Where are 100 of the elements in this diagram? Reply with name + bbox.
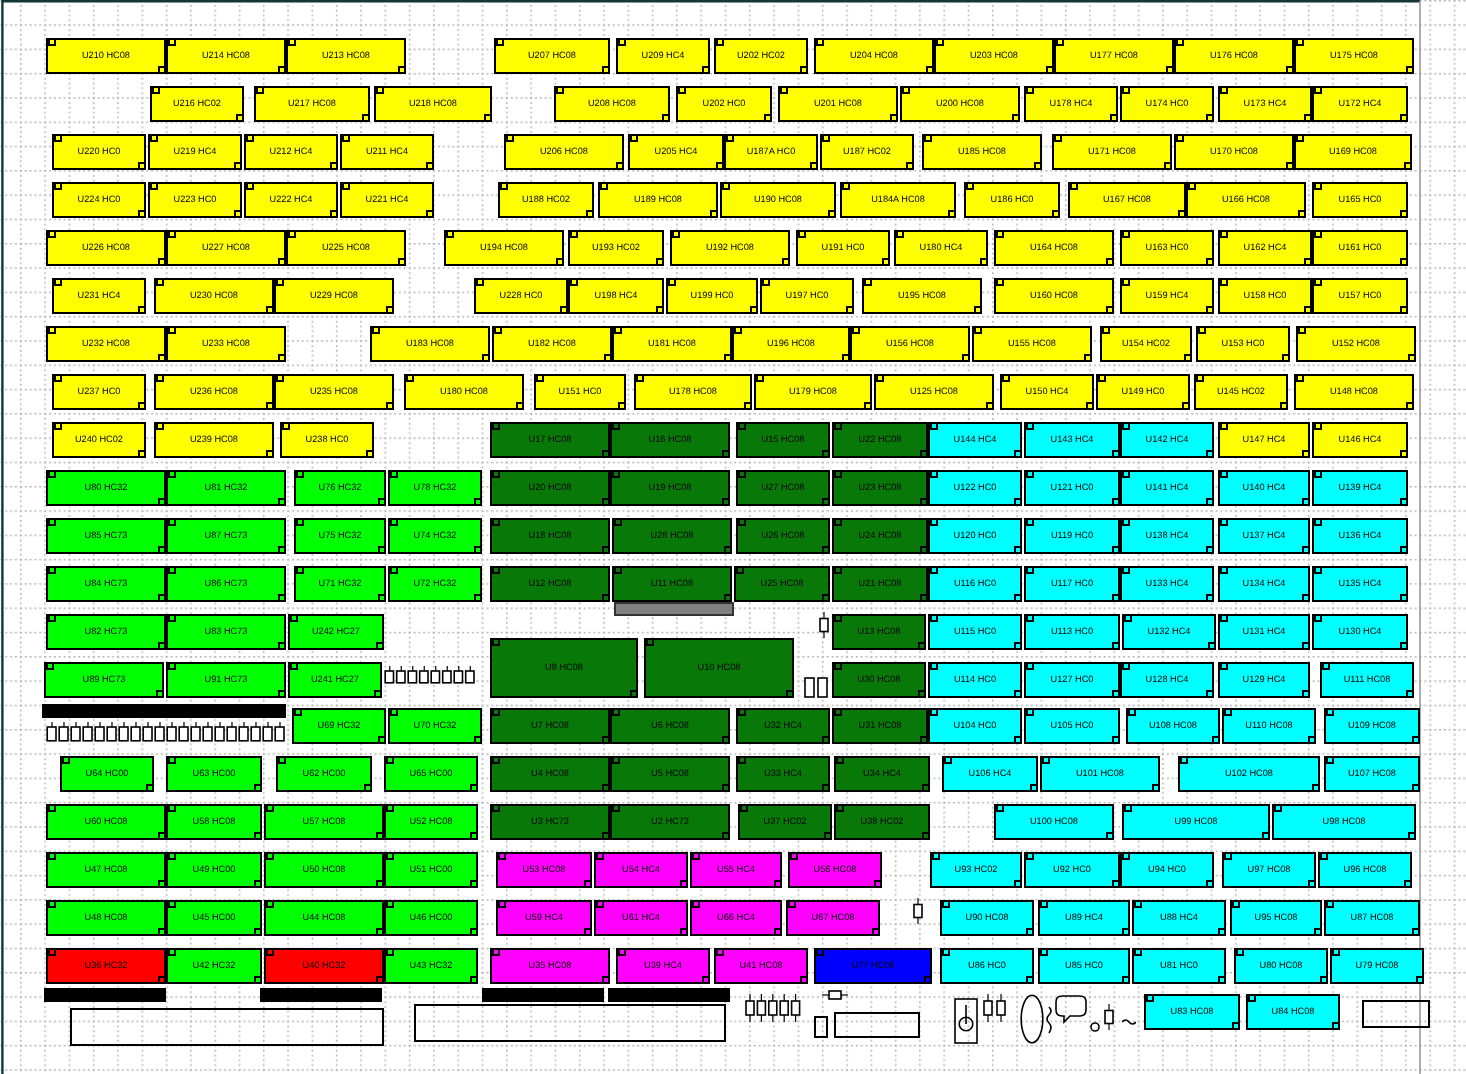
component-box [46,566,166,602]
component-box [1186,182,1306,218]
component-box [610,804,730,840]
component-box [274,278,394,314]
component-box [384,900,478,936]
component-box [928,422,1022,458]
component-box [52,278,146,314]
component-box [1222,852,1316,888]
component-box [1312,422,1408,458]
component-box [292,708,386,744]
component-box [534,374,626,410]
component-box [1318,852,1412,888]
component-box [972,326,1092,362]
component-box [1144,994,1240,1030]
component-box [1024,708,1120,744]
component-box [1054,38,1174,74]
component-box [1024,566,1120,602]
component-box [928,566,1022,602]
component-box [1024,614,1120,650]
component-box [928,708,1022,744]
component-box [276,756,372,792]
component-box [294,566,386,602]
component-box [404,374,524,410]
component-box [820,134,914,170]
component-box [1218,614,1310,650]
component-box [1174,134,1294,170]
component-box [732,326,850,362]
component-box [1120,518,1214,554]
component-box [928,662,1022,698]
component-box [444,230,564,266]
component-box [1218,230,1312,266]
component-box [60,756,154,792]
component-box [1120,566,1214,602]
component-box [280,422,374,458]
component-box [286,38,406,74]
component-box [384,756,478,792]
component-box [814,948,932,984]
component-box [676,86,772,122]
component-box [1126,708,1220,744]
component-box [724,134,818,170]
component-box [52,374,146,410]
component-box [644,638,794,698]
component-box [994,278,1114,314]
component-box [714,948,808,984]
component-box [384,948,478,984]
component-box [496,852,592,888]
component-box [46,470,166,506]
component-box [1324,756,1420,792]
component-box [1320,662,1414,698]
component-box [244,134,338,170]
component-box [490,708,610,744]
component-box [1122,614,1216,650]
component-box [288,662,382,698]
component-box [1218,662,1310,698]
component-box [52,134,146,170]
component-box [46,230,166,266]
component-box [166,804,262,840]
component-box [594,852,688,888]
component-box [264,804,384,840]
component-box [1024,518,1120,554]
component-box [734,566,830,602]
component-box [148,182,242,218]
component-box [760,278,854,314]
component-box [1024,86,1118,122]
component-box [1100,326,1192,362]
component-box [862,278,982,314]
component-box [738,804,832,840]
component-box [610,422,730,458]
component-box [492,326,612,362]
component-box [832,708,928,744]
component-box [1132,948,1226,984]
component-box [634,374,752,410]
component-box [294,518,386,554]
component-box [490,566,610,602]
component-box [1132,900,1226,936]
component-box [166,230,286,266]
component-box [610,470,730,506]
component-box [286,230,406,266]
component-box [274,374,394,410]
component-box [736,708,830,744]
component-box [690,900,782,936]
component-box [1230,900,1322,936]
component-box [166,948,262,984]
component-box [594,900,688,936]
component-box [490,638,638,698]
component-box [166,518,286,554]
component-box [832,518,928,554]
component-box [1222,708,1316,744]
component-box [264,900,384,936]
component-box [490,804,610,840]
component-box [942,756,1038,792]
component-box [388,470,482,506]
component-box [154,422,274,458]
component-box [46,518,166,554]
component-box [166,326,286,362]
component-box [1312,470,1408,506]
component-box [788,852,882,888]
component-box [834,756,930,792]
component-box [832,614,926,650]
component-box [288,614,384,650]
